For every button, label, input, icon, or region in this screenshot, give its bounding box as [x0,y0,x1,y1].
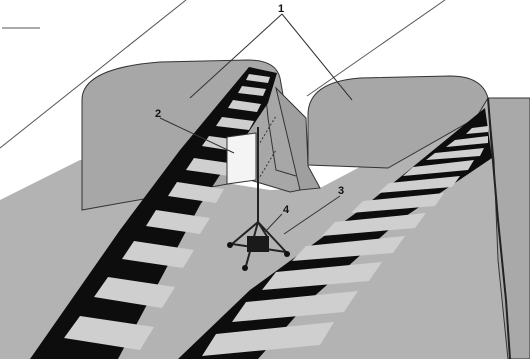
callout-4: 4 [283,204,290,216]
callout-2: 2 [155,108,161,120]
measurement-board [227,133,256,184]
tripod-base-unit [247,236,269,252]
callout-3: 3 [338,185,344,197]
callout-1: 1 [278,3,284,15]
